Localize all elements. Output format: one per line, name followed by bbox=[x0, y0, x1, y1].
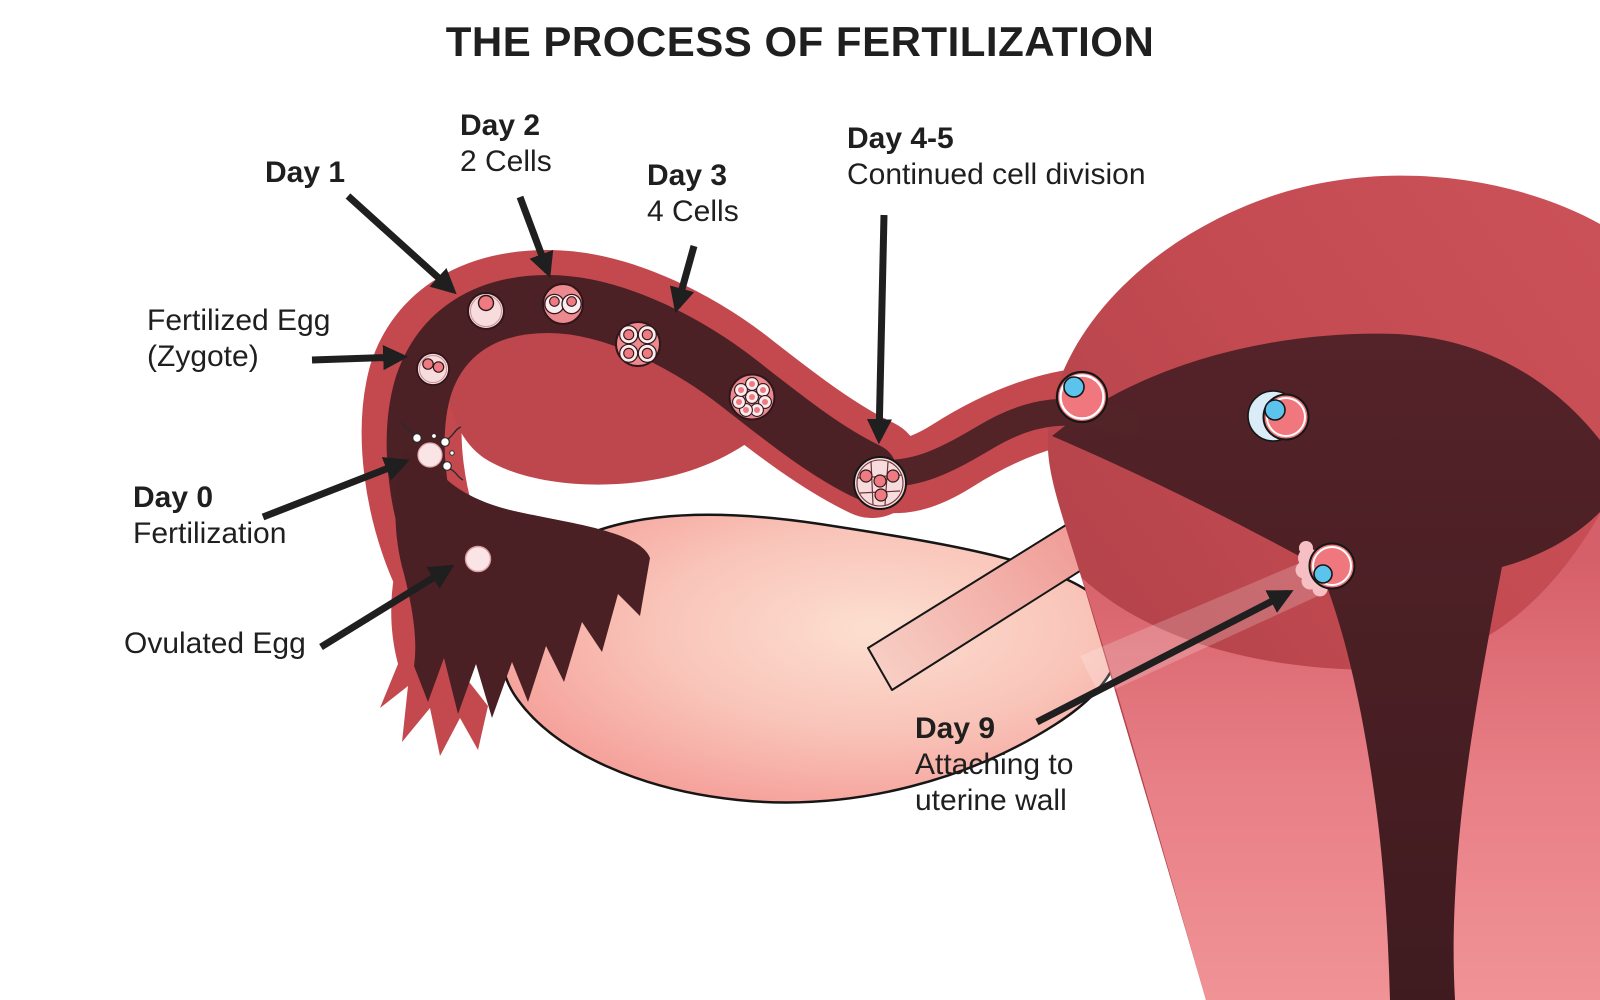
label-fertilized-egg-line1: Fertilized Egg bbox=[147, 304, 331, 337]
label-day3-desc: 4 Cells bbox=[647, 195, 739, 228]
label-day0-title: Day 0 bbox=[133, 481, 214, 514]
inner-cell-mass bbox=[1313, 564, 1333, 584]
arrow-day9 bbox=[1035, 589, 1294, 726]
inner-cell-mass bbox=[1063, 376, 1085, 398]
ovulated-egg-cell bbox=[464, 545, 492, 573]
label-day2-title: Day 2 bbox=[460, 109, 541, 142]
arrow-fertilized-egg bbox=[311, 345, 409, 371]
arrow-day4-5 bbox=[866, 214, 893, 445]
day1-egg-cell bbox=[467, 292, 505, 330]
label-day2: Day 2 2 Cells bbox=[460, 108, 552, 180]
label-day3: Day 3 4 Cells bbox=[647, 158, 739, 230]
fertilization-egg-and-sperm bbox=[400, 421, 464, 481]
morula-cell bbox=[728, 373, 776, 421]
label-day1: Day 1 bbox=[265, 155, 345, 191]
label-ovulated-egg-text: Ovulated Egg bbox=[124, 627, 306, 660]
arrow-day0 bbox=[261, 457, 410, 521]
sperm-icon bbox=[400, 421, 464, 481]
label-day9: Day 9 Attaching to uterine wall bbox=[915, 711, 1073, 819]
page-title: THE PROCESS OF FERTILIZATION bbox=[445, 18, 1155, 65]
arrow-ovulated-egg bbox=[319, 564, 455, 650]
label-day9-desc1: Attaching to bbox=[915, 748, 1074, 781]
blastocyst-cavity bbox=[1247, 390, 1310, 442]
zygote-cell bbox=[416, 352, 450, 386]
two-cell-stage bbox=[542, 283, 584, 325]
label-fertilized-egg-line2: (Zygote) bbox=[147, 340, 259, 373]
label-fertilized-egg: Fertilized Egg (Zygote) bbox=[147, 303, 330, 375]
uterine-inner-wall bbox=[1082, 514, 1600, 1000]
label-day1-title: Day 1 bbox=[265, 156, 346, 189]
annotation-arrows bbox=[261, 193, 1294, 726]
uterine-cavity bbox=[1052, 333, 1600, 1000]
label-day4-5-title: Day 4-5 bbox=[847, 122, 954, 155]
arrow-day3 bbox=[669, 245, 698, 314]
four-cell-stage bbox=[615, 321, 661, 367]
label-day2-desc: 2 Cells bbox=[460, 145, 552, 178]
label-day0: Day 0 Fertilization bbox=[133, 480, 286, 552]
arrow-day1 bbox=[345, 193, 457, 295]
egg-icon bbox=[417, 442, 443, 468]
wall-highlight-streak bbox=[1080, 562, 1318, 696]
arrow-day2 bbox=[516, 195, 554, 278]
label-day4-5: Day 4-5 Continued cell division bbox=[847, 121, 1146, 193]
label-day0-desc: Fertilization bbox=[133, 517, 287, 550]
label-day9-desc2: uterine wall bbox=[915, 784, 1067, 817]
label-ovulated-egg: Ovulated Egg bbox=[124, 626, 306, 662]
inner-cell-mass bbox=[1264, 399, 1286, 421]
label-day9-title: Day 9 bbox=[915, 712, 996, 745]
tube-hook-interior bbox=[444, 300, 776, 485]
blastocyst-junction bbox=[1055, 370, 1109, 424]
dividing-cell-day4-5 bbox=[853, 456, 907, 510]
implanting-blastocyst bbox=[1295, 541, 1356, 597]
fimbriae bbox=[395, 449, 650, 718]
label-day3-title: Day 3 bbox=[647, 159, 728, 192]
label-day4-5-desc: Continued cell division bbox=[847, 158, 1146, 191]
